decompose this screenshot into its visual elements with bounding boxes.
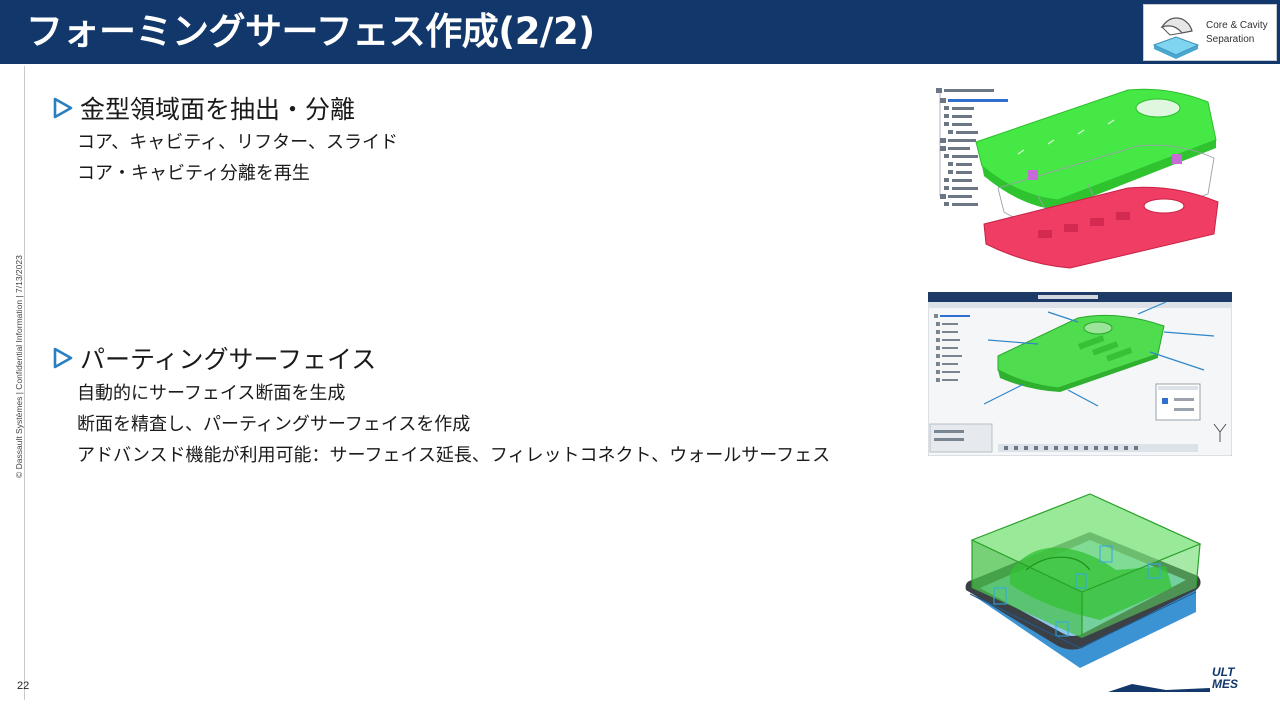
mold-block-image [965,493,1202,668]
list-item: コア・キャビティ分離を再生 [77,163,310,184]
core-cavity-separation-image [928,84,1228,274]
copyright-notice: © Dassault Systèmes | Confidential Infor… [14,255,24,478]
play-triangle-icon [53,97,73,119]
brand-logo [1108,684,1210,692]
page-number: 22 [17,680,30,692]
core-cavity-logo-icon [1152,17,1200,59]
parting-surface-app-screenshot [928,292,1232,456]
list-item: アドバンスド機能が利用可能：サーフェイス延長、フィレットコネクト、ウォールサーフ… [77,445,831,466]
section-heading-text: パーティングサーフェイス [80,345,377,374]
section-heading-text: 金型領域面を抽出・分離 [80,95,356,124]
section-heading-2: パーティングサーフェイス [52,340,376,376]
brand-line-2: MES [1212,677,1239,691]
play-triangle-icon [53,347,73,369]
brand-wordmark: ULT MES [1212,666,1238,690]
brand-line-1: ULT [1212,665,1235,679]
list-item: 断面を精査し、パーティングサーフェイスを作成 [77,414,471,435]
logo-line-1: Core & Cavity [1206,20,1268,31]
title-bar: フォーミングサーフェス作成(2/2) [0,0,1280,64]
page-title: フォーミングサーフェス作成(2/2) [26,10,595,53]
core-cavity-logo: Core & Cavity Separation [1143,4,1277,61]
list-item: 自動的にサーフェイス断面を生成 [77,383,346,404]
logo-line-2: Separation [1206,34,1255,45]
list-item: コア、キャビティ、リフター、スライド [77,132,398,153]
side-divider [24,66,25,700]
section-heading-1: 金型領域面を抽出・分離 [52,90,355,126]
